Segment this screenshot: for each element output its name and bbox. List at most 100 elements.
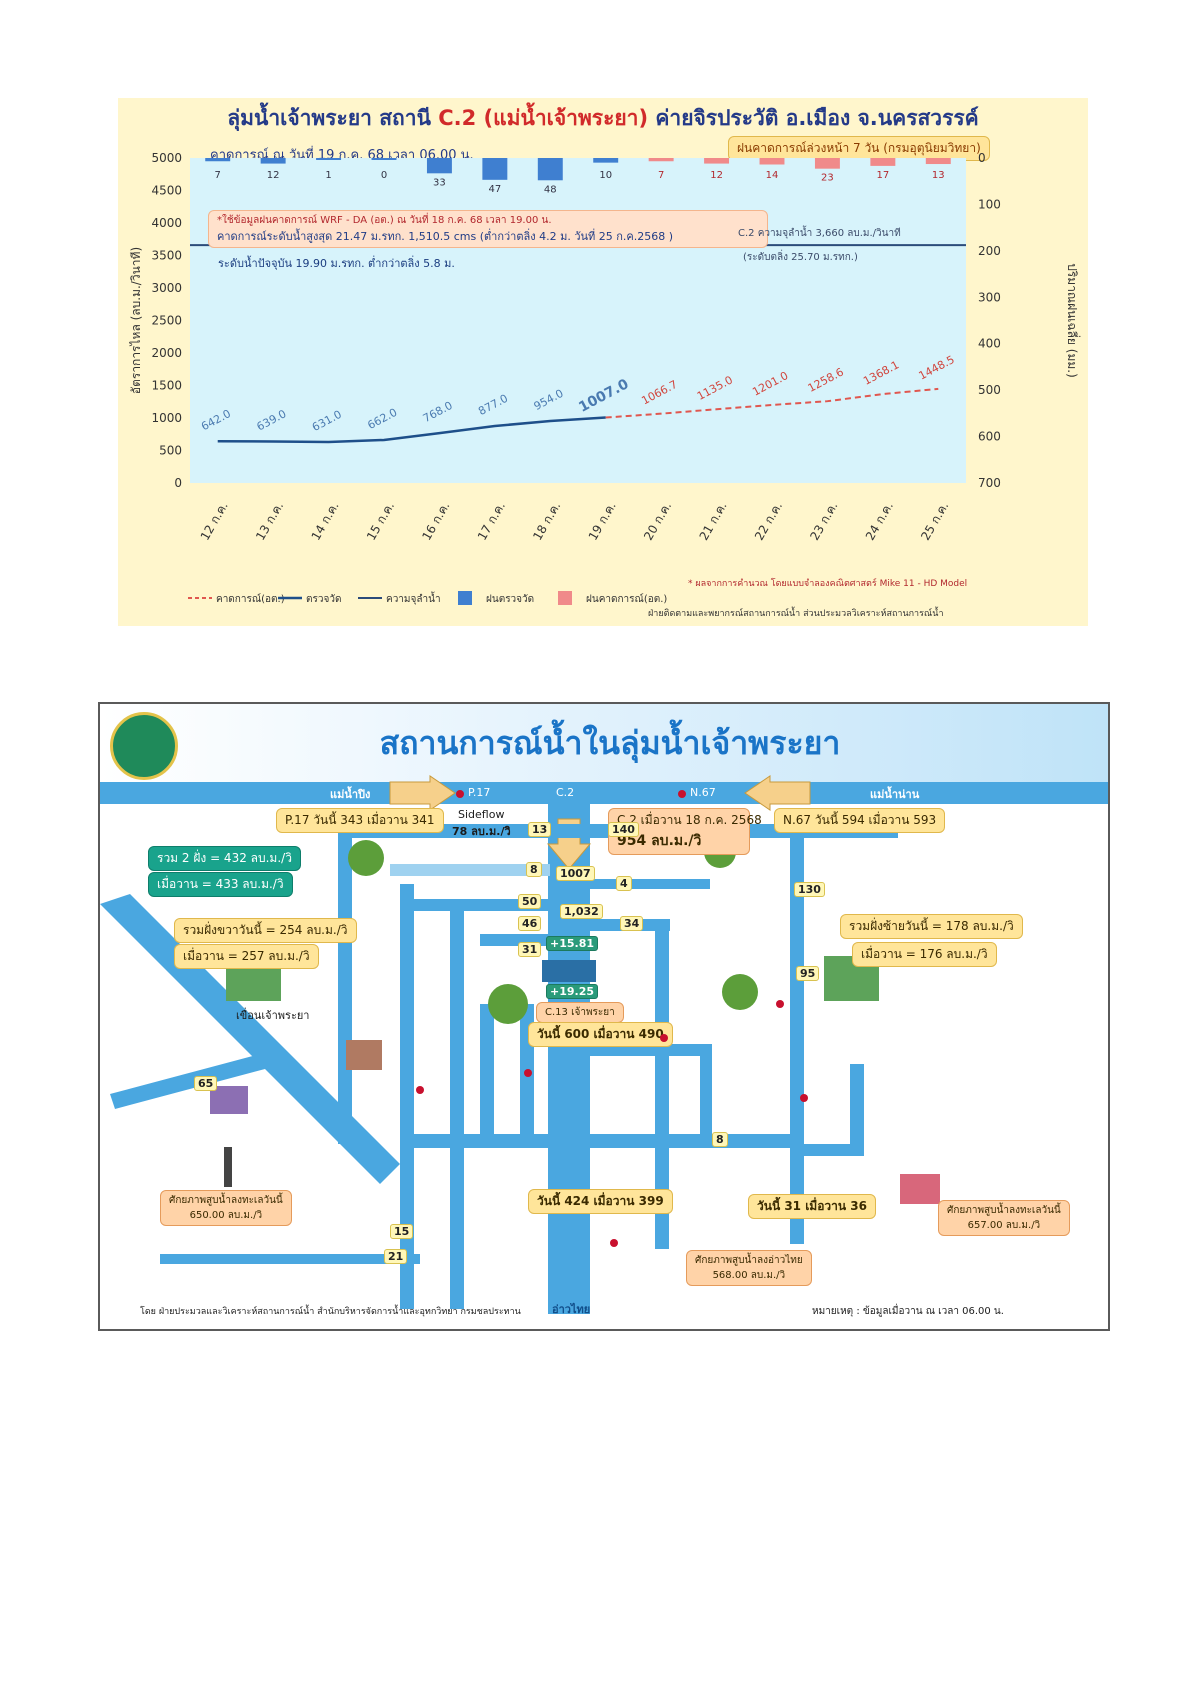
y-right-tick-label: 700 (978, 476, 1001, 490)
p17-flow-box: P.17 วันนี้ 343 เมื่อวาน 341 (276, 808, 444, 833)
map-credit: โดย ฝ่ายประมวลและวิเคราะห์สถานการณ์น้ำ ส… (140, 1307, 521, 1317)
rain-observed-label: 33 (433, 177, 446, 188)
y-right-axis-title: ปริมาณฝนเฉลี่ย (มม.) (1065, 263, 1081, 378)
gate-value: 46 (518, 916, 542, 931)
house-icon (900, 1174, 940, 1204)
c13-flow-box: วันนี้ 600 เมื่อวาน 490 (528, 1022, 673, 1047)
model-footnote: * ผลจากการคำนวณ โดยแบบจำลองคณิตศาสตร์ Mi… (688, 579, 968, 589)
level-downstream: +19.25 (546, 984, 599, 999)
ponlathep-link (400, 899, 550, 911)
legend-label: คาดการณ์(อต.) (216, 593, 285, 605)
legend-swatch (558, 591, 572, 605)
station-dot (610, 1239, 618, 1247)
west-outer-canal (338, 824, 352, 1144)
house-icon (210, 1086, 248, 1114)
x-tick-label: 18 ก.ค. (530, 499, 563, 542)
nan-inflow-arrow (744, 775, 811, 811)
tower-icon (224, 1147, 232, 1187)
rain-observed-label: 10 (599, 170, 612, 181)
pasak-link (800, 1144, 864, 1156)
y-tick-label: 2000 (151, 346, 182, 360)
gate-value: 15 (390, 1224, 414, 1239)
east-link-3 (700, 1044, 712, 1144)
x-tick-label: 13 ก.ค. (253, 499, 286, 542)
gate-value: 21 (384, 1249, 408, 1264)
gate-value: 50 (518, 894, 542, 909)
rain-forecast-label: 7 (658, 170, 664, 181)
y-right-tick-label: 400 (978, 337, 1001, 351)
gate-value: 34 (620, 916, 644, 931)
x-tick-label: 15 ก.ค. (364, 499, 397, 542)
rain-forecast-badge: ฝนคาดการณ์ล่วงหน้า 7 วัน (กรมอุตุนิยมวิท… (728, 136, 990, 161)
left-total-yesterday: เมื่อวาน = 433 ลบ.ม./วิ (148, 872, 293, 897)
x-tick-label: 17 ก.ค. (475, 499, 508, 542)
left-total-today: รวม 2 ฝั่ง = 432 ลบ.ม./วิ (148, 846, 301, 871)
x-tick-label: 21 ก.ค. (697, 499, 730, 542)
p17-station-dot (456, 790, 464, 798)
west-total-today: รวมฝั่งขวาวันนี้ = 254 ลบ.ม./วิ (174, 918, 357, 943)
gate-value: 130 (794, 882, 825, 897)
rain-observed-bar (537, 158, 563, 181)
capacity-label: C.2 ความจุลำน้ำ 3,660 ลบ.ม./วินาที (738, 228, 901, 239)
current-level-label: ระดับน้ำปัจจุบัน 19.90 ม.รทก. ต่ำกว่าตลิ… (218, 257, 455, 270)
p17-label: P.17 (468, 786, 491, 799)
c2-label: C.2 (556, 786, 575, 799)
gate-value: 4 (616, 876, 632, 891)
y-tick-label: 3500 (151, 249, 182, 263)
rain-observed-bar (316, 158, 342, 160)
house-icon (346, 1040, 382, 1070)
map-header (100, 704, 1108, 784)
station-dot (800, 1094, 808, 1102)
gate-value: 95 (796, 966, 820, 981)
forecast-note-peak: คาดการณ์ระดับน้ำสูงสุด 21.47 ม.รทก. 1,51… (217, 230, 674, 243)
nan-river-label: แม่น้ำน่าน (870, 788, 920, 801)
rain-forecast-label: 17 (876, 170, 889, 181)
chart-title: ลุ่มน้ำเจ้าพระยา สถานี C.2 (แม่น้ำเจ้าพร… (227, 106, 979, 130)
west-canal-1 (400, 884, 414, 1309)
sideflow-value: 78 ลบ.ม./วิ (452, 825, 511, 838)
rain-observed-label: 48 (544, 184, 557, 195)
center-pump-box: ศักยภาพสูบน้ำลงอ่าวไทย 568.00 ลบ.ม./วิ (686, 1250, 812, 1286)
rain-forecast-bar (704, 158, 730, 164)
gate-value: 8 (712, 1132, 728, 1147)
bottom-flow-box: วันนี้ 424 เมื่อวาน 399 (528, 1189, 673, 1214)
pasak-flow-box: วันนี้ 31 เมื่อวาน 36 (748, 1194, 876, 1219)
chao-phraya-main-channel (548, 804, 590, 1314)
x-tick-label: 23 ก.ค. (807, 499, 840, 542)
sideflow-label: Sideflow (458, 808, 505, 821)
rain-forecast-label: 23 (821, 173, 834, 184)
dam-label: เขื่อนเจ้าพระยา (236, 1009, 310, 1022)
x-tick-label: 25 ก.ค. (918, 499, 951, 542)
chainat-pasak-canal (655, 919, 669, 1249)
level-upstream: +15.81 (546, 936, 599, 951)
rain-forecast-bar (648, 158, 674, 162)
rain-forecast-bar (814, 158, 840, 169)
y-tick-label: 0 (174, 476, 182, 490)
west-total-yesterday: เมื่อวาน = 257 ลบ.ม./วิ (174, 944, 319, 969)
y-right-tick-label: 0 (978, 151, 986, 165)
x-tick-label: 24 ก.ค. (863, 499, 896, 542)
y-tick-label: 500 (159, 444, 182, 458)
tha-chin-link (110, 1054, 265, 1109)
y-tick-label: 4000 (151, 216, 182, 230)
makham-thao-canal (390, 864, 550, 876)
rain-observed-label: 7 (215, 170, 221, 181)
east-total-today: รวมฝั่งซ้ายวันนี้ = 178 ลบ.ม./วิ (840, 914, 1023, 939)
lower-west-canal (160, 1254, 420, 1264)
map-network-svg (100, 775, 940, 1314)
y-axis-title: อัตราการไหล (ลบ.ม./วินาที) (129, 247, 143, 394)
east-pump-box: ศักยภาพสูบน้ำลงทะเลวันนี้ 657.00 ลบ.ม./ว… (938, 1200, 1070, 1236)
tree-icon (722, 974, 758, 1010)
east-link-1 (590, 879, 710, 889)
forecast-note-wrf: *ใช้ข้อมูลฝนคาดการณ์ WRF - DA (อต.) ณ วั… (217, 215, 552, 226)
rain-observed-label: 12 (267, 170, 280, 181)
legend-label: ตรวจวัด (306, 594, 341, 605)
rain-forecast-label: 12 (710, 170, 723, 181)
station-dot (660, 1034, 668, 1042)
east-link-2 (590, 1044, 710, 1056)
rain-observed-bar (426, 158, 452, 174)
station-dot (416, 1086, 424, 1094)
pasak-river (850, 1064, 864, 1154)
station-dot (524, 1069, 532, 1077)
x-tick-label: 19 ก.ค. (586, 499, 619, 542)
